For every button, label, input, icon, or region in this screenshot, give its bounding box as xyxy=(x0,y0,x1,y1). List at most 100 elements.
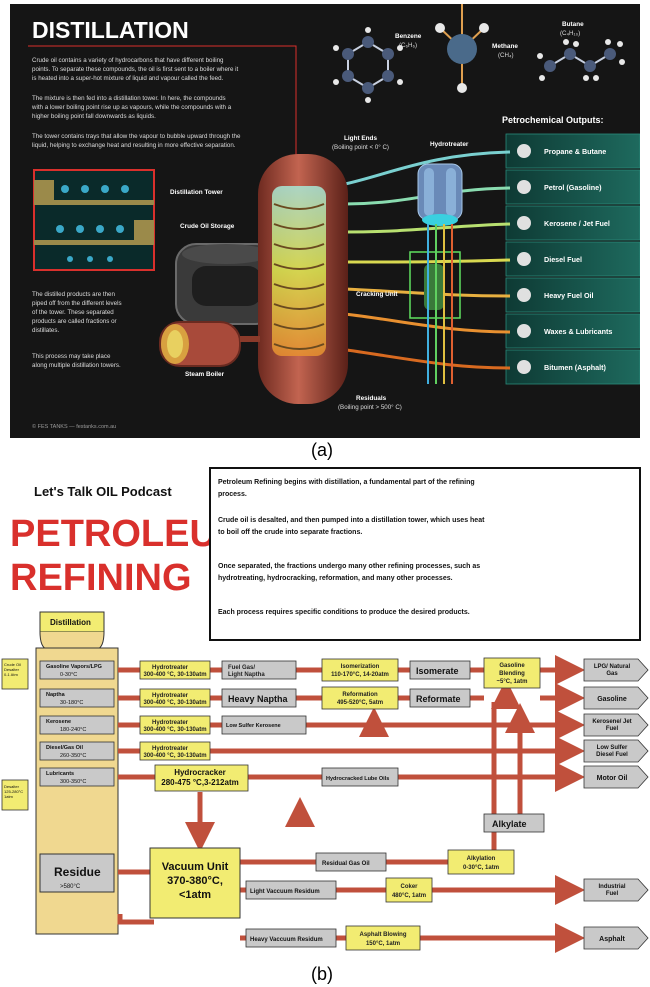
heavy-vacuum-residum-box: Heavy Vaccuum Residum xyxy=(245,928,337,948)
output-item: Propane & Butane xyxy=(505,133,640,169)
output-item: Bitumen (Asphalt) xyxy=(505,349,640,385)
output-label: Bitumen (Asphalt) xyxy=(544,363,606,372)
product-label: Motor Oil xyxy=(597,775,628,782)
svg-text:Hydrocracked Lube Oils: Hydrocracked Lube Oils xyxy=(326,776,389,782)
svg-text:Heavy Vaccuum Residum: Heavy Vaccuum Residum xyxy=(250,937,323,943)
isomerate-box: Isomerate xyxy=(409,660,471,680)
hydrotreater-unit xyxy=(417,163,463,226)
cracking-unit-label: Cracking Unit xyxy=(356,291,398,298)
svg-text:Low Sulfer Kerosene: Low Sulfer Kerosene xyxy=(226,723,281,729)
svg-text:Petroleum Refining begins with: Petroleum Refining begins with distillat… xyxy=(218,479,475,498)
svg-text:Residue: Residue xyxy=(54,865,101,879)
footer-credit: © FES TANKS — festanks.com.au xyxy=(32,423,116,430)
output-icon xyxy=(517,360,531,374)
output-item: Kerosene / Jet Fuel xyxy=(505,205,640,241)
fraction-temp: 180-240°C xyxy=(60,727,86,733)
product-arrow: Gasoline xyxy=(583,686,649,710)
fraction-temp: 30-180°C xyxy=(60,700,83,706)
intro-textbox: Petroleum Refining begins with distillat… xyxy=(209,467,641,641)
svg-text:Light Vaccuum Residum: Light Vaccuum Residum xyxy=(250,889,320,895)
caption-a: (a) xyxy=(311,440,333,460)
svg-text:>580°C: >580°C xyxy=(60,884,81,890)
svg-text:Once separated, the fractions: Once separated, the fractions undergo ma… xyxy=(218,563,480,582)
methane-label: Methane xyxy=(492,43,518,50)
reformate-box: Reformate xyxy=(409,688,471,708)
residuals-bp: (Boiling point > 500° C) xyxy=(338,404,402,411)
distillation-tower-label: Distillation Tower xyxy=(170,189,223,196)
output-icon xyxy=(517,144,531,158)
fuel-gas-box: Fuel Gas/Light Naptha xyxy=(221,660,297,680)
benzene-label: Benzene xyxy=(395,33,422,40)
output-item: Petrol (Gasoline) xyxy=(505,169,640,205)
product-arrow: Motor Oil xyxy=(583,765,649,789)
output-label: Diesel Fuel xyxy=(544,255,582,264)
product-label: Asphalt xyxy=(599,936,625,943)
svg-text:Reformate: Reformate xyxy=(416,694,461,704)
title-refining: REFINING xyxy=(10,557,192,599)
crude-oil-storage-tank xyxy=(175,243,277,325)
benzene-formula: (C₆H₆) xyxy=(399,42,417,49)
output-item: Waxes & Lubricants xyxy=(505,313,640,349)
svg-text:Fuel Gas/Light Naptha: Fuel Gas/Light Naptha xyxy=(228,665,265,678)
svg-text:The tower contains trays that: The tower contains trays that allow the … xyxy=(32,133,241,149)
podcast-label: Let's Talk OIL Podcast xyxy=(34,484,172,499)
outputs-title: Petrochemical Outputs: xyxy=(502,115,604,125)
svg-text:Residual Gas Oil: Residual Gas Oil xyxy=(322,861,370,867)
fraction-name: Lubricants xyxy=(46,771,74,777)
output-icon xyxy=(517,216,531,230)
distillation-label: Distillation xyxy=(50,618,91,627)
residual-gas-oil-box: Residual Gas Oil xyxy=(315,852,387,872)
low-sulfur-kerosene-box: Low Sulfer Kerosene xyxy=(221,715,307,735)
light-ends-label: Light Ends xyxy=(344,135,377,142)
title-petroleum: PETROLEUM xyxy=(10,513,249,555)
output-icon xyxy=(517,180,531,194)
svg-text:Heavy Naptha: Heavy Naptha xyxy=(228,694,289,704)
benzene-molecule xyxy=(333,27,403,103)
panel-a-title: DISTILLATION xyxy=(32,17,189,43)
butane-molecule xyxy=(537,39,625,81)
output-item: Heavy Fuel Oil xyxy=(505,277,640,313)
hydrotreater-label: Hydrotreater xyxy=(430,141,469,148)
svg-text:The mixture is then fed into a: The mixture is then fed into a distillat… xyxy=(31,95,232,120)
light-ends-bp: (Boiling point < 0° C) xyxy=(332,144,389,151)
cracking-unit xyxy=(409,224,461,384)
fraction-name: Naptha xyxy=(46,692,66,698)
fraction-name: Gasoline Vapors/LPG xyxy=(46,664,102,670)
butane-formula: (C₄H₁₀) xyxy=(560,30,580,37)
tray-detail-inset xyxy=(33,169,155,271)
svg-text:Each process requires specific: Each process requires specific condition… xyxy=(218,609,470,616)
methane-formula: (CH₄) xyxy=(498,52,514,59)
